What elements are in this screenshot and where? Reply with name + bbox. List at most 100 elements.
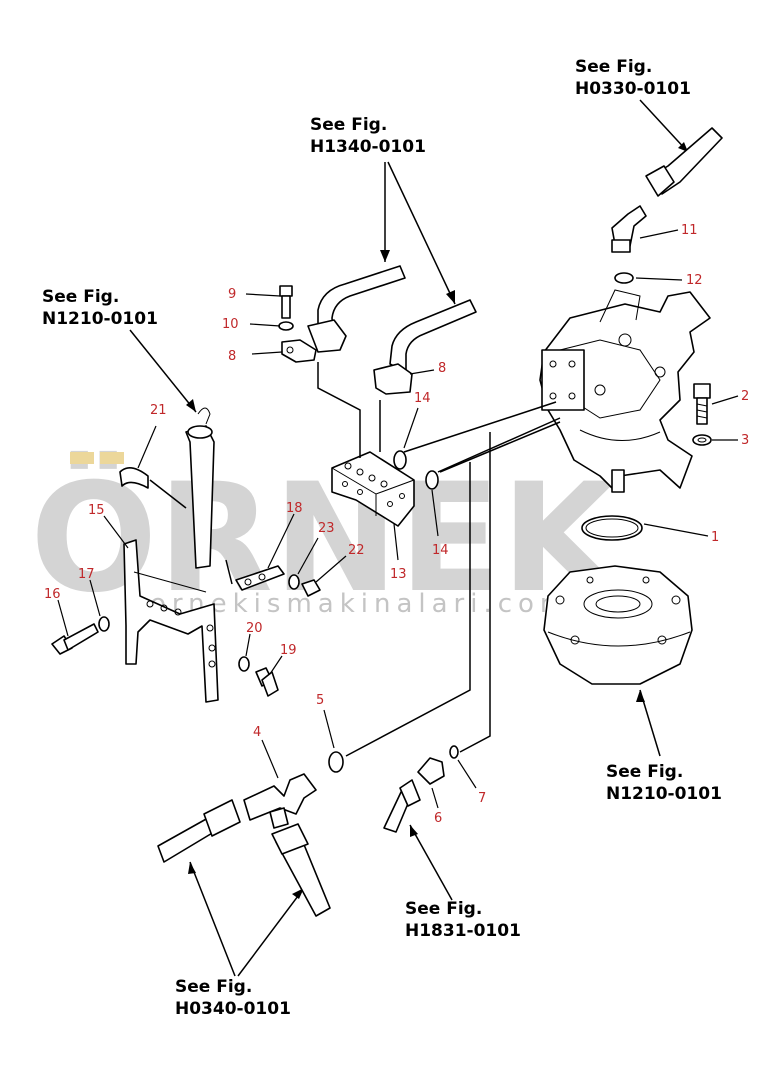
hose-h0340-right[interactable]	[271, 823, 331, 917]
callout-5[interactable]: 5	[316, 693, 335, 749]
callout-number: 23	[318, 521, 335, 536]
watermark-umlaut-left	[70, 452, 94, 464]
callout-14-bottom[interactable]: 14	[431, 489, 449, 558]
callout-23[interactable]: 23	[297, 521, 335, 575]
o-ring-part-5[interactable]	[328, 751, 344, 773]
ref-line-1: See Fig.	[310, 115, 387, 135]
callout-number: 18	[286, 501, 303, 516]
ref-line-2: N1210-0101	[42, 309, 158, 329]
washer-part-20[interactable]	[238, 656, 250, 672]
callout-number: 9	[228, 287, 236, 302]
elbow-fitting-part-11[interactable]	[611, 205, 647, 253]
ref-line-2: H1340-0101	[310, 137, 426, 157]
callout-13[interactable]: 13	[390, 523, 407, 582]
callout-22[interactable]: 22	[315, 543, 365, 583]
callout-12[interactable]: 12	[635, 273, 703, 288]
figure-references: See Fig. H0330-0101 See Fig. H1340-0101 …	[42, 57, 722, 1019]
figure-ref-n1210-left[interactable]: See Fig. N1210-0101	[42, 287, 158, 329]
ref-line-2: H1831-0101	[405, 921, 521, 941]
hose-h1340-left[interactable]	[307, 265, 406, 353]
washer-part-3[interactable]	[692, 434, 712, 446]
callouts: 1 2 3 4 5 6 7 8	[44, 223, 749, 826]
pin-assembly-part-21[interactable]	[119, 407, 215, 569]
hose-h0340-left[interactable]	[157, 799, 241, 863]
callout-6[interactable]: 6	[431, 787, 442, 826]
callout-18[interactable]: 18	[267, 501, 303, 569]
o-ring-part-14a[interactable]	[393, 450, 407, 470]
ref-line-1: See Fig.	[42, 287, 119, 307]
gear-case-body	[543, 565, 693, 685]
callout-number: 21	[150, 403, 167, 418]
callout-number: 13	[390, 567, 407, 582]
motor-flange	[541, 349, 585, 411]
callout-9[interactable]: 9	[228, 287, 281, 302]
tee-fitting-part-4[interactable]	[243, 773, 317, 829]
split-flange-part-8-left[interactable]	[281, 339, 317, 363]
hose-h0330[interactable]	[645, 127, 723, 197]
assembly-lines	[317, 362, 561, 757]
callout-number: 8	[438, 361, 446, 376]
callout-number: 17	[78, 567, 95, 582]
figure-ref-n1210-right[interactable]: See Fig. N1210-0101	[606, 762, 722, 804]
figure-ref-h0340[interactable]: See Fig. H0340-0101	[175, 977, 291, 1019]
bracket-part-15[interactable]	[123, 539, 219, 703]
callout-8-right[interactable]: 8	[409, 361, 446, 376]
o-ring-part-12[interactable]	[614, 272, 634, 284]
callout-10[interactable]: 10	[222, 317, 281, 332]
figure-ref-h0330[interactable]: See Fig. H0330-0101	[575, 57, 691, 99]
callout-4[interactable]: 4	[253, 725, 279, 779]
ref-line-1: See Fig.	[575, 57, 652, 77]
washer-part-23[interactable]	[288, 574, 300, 590]
callout-11[interactable]: 11	[639, 223, 698, 239]
ref-line-1: See Fig.	[175, 977, 252, 997]
callout-16[interactable]: 16	[44, 587, 69, 637]
callout-number: 6	[434, 811, 442, 826]
o-ring-part-1[interactable]	[581, 515, 643, 541]
callout-14-top[interactable]: 14	[403, 391, 431, 449]
nut-part-22[interactable]	[301, 579, 321, 597]
plate-part-18[interactable]	[235, 565, 285, 591]
callout-20[interactable]: 20	[245, 621, 263, 657]
callout-21[interactable]: 21	[137, 403, 167, 469]
washer-part-10[interactable]	[278, 321, 294, 331]
hose-h1831[interactable]	[383, 779, 421, 833]
ref-line-2: H0340-0101	[175, 999, 291, 1019]
bolt-part-19[interactable]	[255, 667, 279, 697]
pump-assembly[interactable]	[539, 289, 711, 493]
ref-line-2: N1210-0101	[606, 784, 722, 804]
ref-line-1: See Fig.	[606, 762, 683, 782]
washer-part-17[interactable]	[98, 616, 110, 632]
callout-number: 8	[228, 349, 236, 364]
callout-number: 19	[280, 643, 297, 658]
callout-number: 14	[414, 391, 431, 406]
callout-2[interactable]: 2	[711, 389, 749, 405]
adapter-part-6[interactable]	[417, 757, 445, 785]
callout-number: 20	[246, 621, 263, 636]
bolt-part-9[interactable]	[279, 285, 293, 319]
bolt-part-2[interactable]	[693, 383, 711, 425]
reference-arrows	[129, 99, 689, 977]
callout-7[interactable]: 7	[457, 759, 486, 806]
o-ring-part-7[interactable]	[449, 745, 459, 759]
watermark-url: ornekismakinalari.com.tr	[150, 589, 618, 619]
callout-number: 16	[44, 587, 61, 602]
figure-ref-h1831[interactable]: See Fig. H1831-0101	[405, 899, 521, 941]
motor-housing	[539, 291, 711, 491]
figure-ref-h1340[interactable]: See Fig. H1340-0101	[310, 115, 426, 157]
callout-3[interactable]: 3	[712, 433, 749, 448]
callout-15[interactable]: 15	[88, 503, 129, 549]
o-ring-part-14b[interactable]	[425, 470, 439, 490]
junction-block-part-13[interactable]	[331, 451, 415, 527]
callout-8-left[interactable]: 8	[228, 349, 283, 364]
callout-17[interactable]: 17	[78, 567, 101, 617]
callout-19[interactable]: 19	[269, 643, 297, 675]
callout-number: 5	[316, 693, 324, 708]
callout-number: 22	[348, 543, 365, 558]
hose-h1340-right[interactable]	[373, 299, 477, 395]
gear-case[interactable]	[543, 565, 693, 685]
watermark: ÖRNEK ornekismakinalari.com.tr	[30, 450, 622, 626]
bolt-part-16[interactable]	[51, 623, 99, 655]
callout-1[interactable]: 1	[643, 523, 719, 545]
